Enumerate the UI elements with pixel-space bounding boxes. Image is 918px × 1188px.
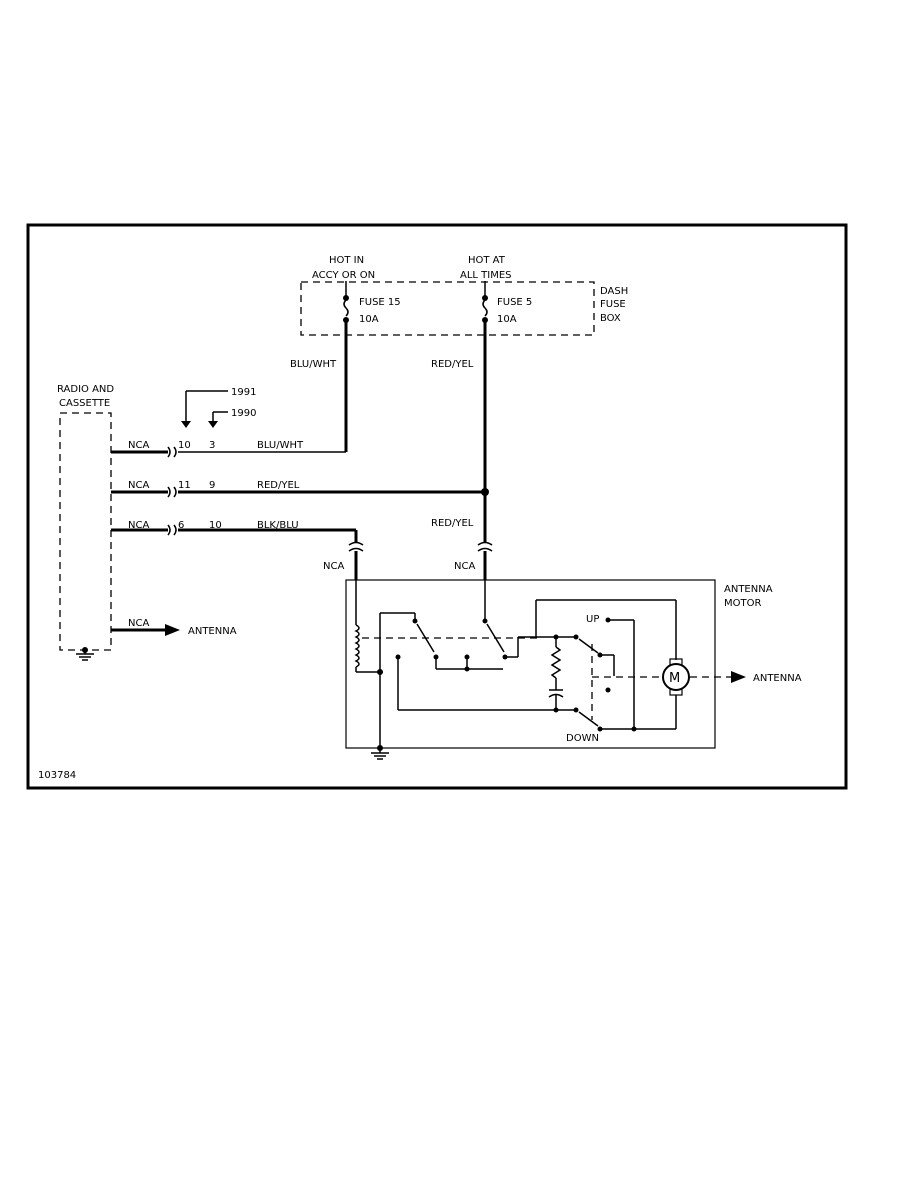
up-switch — [573, 617, 635, 729]
diagram-frame — [26, 223, 848, 790]
motor-right-connector — [477, 541, 493, 580]
fuse15-header-line2: ACCY OR ON — [312, 270, 375, 281]
year-1991-pointer — [181, 390, 228, 428]
fuse-15-symbol — [343, 281, 349, 452]
antenna-motor-outline — [345, 579, 716, 749]
fuse15-wire-label: BLU/WHT — [290, 359, 337, 370]
dash-fuse-box-outline — [300, 281, 595, 336]
year-1990-pointer — [208, 411, 228, 428]
circuit3-nca: NCA — [128, 520, 149, 531]
motor-ground-symbol — [371, 613, 389, 760]
relay-switch-1 — [380, 612, 556, 711]
radio-antenna-nca: NCA — [128, 618, 149, 629]
circuit3-wire: BLK/BLU — [257, 520, 299, 531]
antenna-motor-label-line1: ANTENNA — [724, 584, 773, 595]
fuse15-name: FUSE 15 — [359, 297, 401, 308]
circuit2-pin-a: 11 — [178, 480, 191, 491]
fuse5-wire-label: RED/YEL — [431, 359, 474, 370]
year-1991-label: 1991 — [231, 387, 256, 398]
circuit-blu-wht — [111, 446, 346, 458]
radio-ground-symbol — [76, 647, 94, 661]
fuse15-rating: 10A — [359, 314, 379, 325]
motor-left-nca: NCA — [323, 561, 344, 572]
circuit2-wire: RED/YEL — [257, 480, 300, 491]
antenna-motor-label-line2: MOTOR — [724, 598, 761, 609]
fuse5-header-line1: HOT AT — [468, 255, 506, 266]
antenna-output-arrow — [690, 671, 746, 683]
fuse5-rating: 10A — [497, 314, 517, 325]
fuse-5-symbol — [482, 281, 488, 542]
up-label: UP — [586, 614, 599, 625]
circuit1-nca: NCA — [128, 440, 149, 451]
motor-symbol-label: M — [669, 671, 680, 686]
year-1990-label: 1990 — [231, 408, 256, 419]
circuit3-pin-a: 6 — [178, 520, 184, 531]
radio-cassette-outline — [59, 412, 112, 651]
circuit2-nca: NCA — [128, 480, 149, 491]
radio-antenna-label: ANTENNA — [188, 626, 237, 637]
down-switch — [573, 687, 676, 732]
circuit1-pin-a: 10 — [178, 440, 191, 451]
relay-switch-2 — [482, 580, 559, 660]
fuse-box-label-line1: DASH — [600, 286, 628, 297]
figure-id: 103784 — [38, 770, 76, 781]
resistor-capacitor-network — [548, 636, 576, 713]
down-label: DOWN — [566, 733, 599, 744]
motor-right-wire: RED/YEL — [431, 518, 474, 529]
antenna-motor-symbol — [662, 658, 690, 729]
motor-left-connector — [348, 541, 364, 580]
circuit1-pin-b: 3 — [209, 440, 215, 451]
fuse15-header-line1: HOT IN — [329, 255, 364, 266]
circuit-blk-blu — [111, 524, 358, 542]
circuit2-pin-b: 9 — [209, 480, 215, 491]
circuit1-wire: BLU/WHT — [257, 440, 304, 451]
fuse5-header-line2: ALL TIMES — [460, 270, 512, 281]
relay-coil — [354, 580, 380, 673]
fuse-box-label-line3: BOX — [600, 313, 621, 324]
radio-label-line1: RADIO AND — [57, 384, 114, 395]
circuit-red-yel — [111, 486, 489, 498]
radio-antenna-lead — [111, 624, 180, 636]
fuse-box-label-line2: FUSE — [600, 299, 626, 310]
fuse5-name: FUSE 5 — [497, 297, 532, 308]
antenna-output-label: ANTENNA — [753, 673, 802, 684]
radio-label-line2: CASSETTE — [59, 398, 110, 409]
motor-upper-bus — [535, 599, 677, 660]
motor-right-nca: NCA — [454, 561, 475, 572]
circuit3-pin-b: 10 — [209, 520, 222, 531]
